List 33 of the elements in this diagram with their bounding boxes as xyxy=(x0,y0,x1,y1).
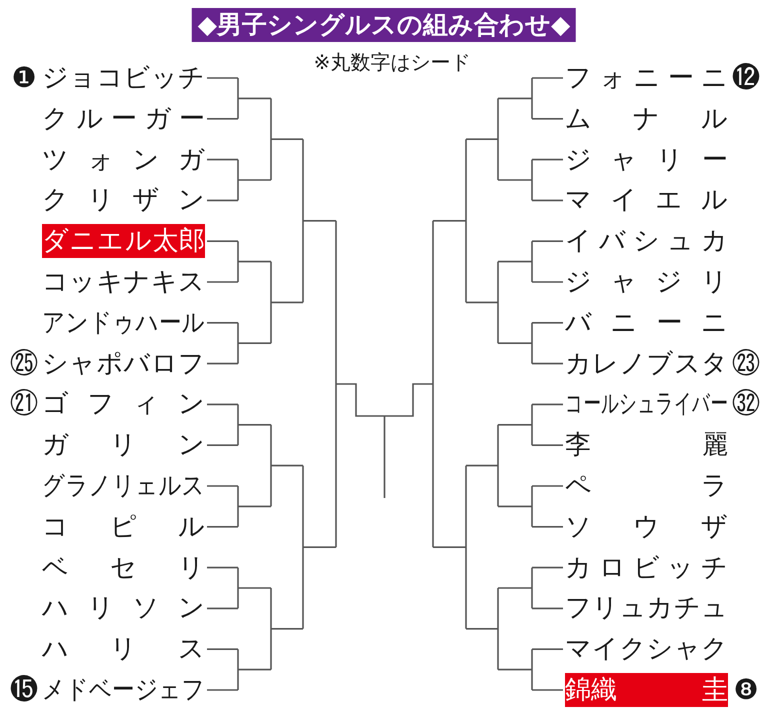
highlighted-player-name: ダニエル太郎 xyxy=(42,224,205,258)
player-name: ㉑ゴフィン xyxy=(9,387,205,422)
title-banner: ◆男子シングルスの組み合わせ◆ xyxy=(192,8,576,42)
player-name: ベセリ xyxy=(42,552,205,585)
player-name: ジャリー xyxy=(565,144,728,177)
player-name: ハリソン xyxy=(42,592,205,626)
player-name: マイエル xyxy=(565,184,728,218)
player-name: バニーニ xyxy=(565,306,728,340)
player-name: カロビッチ xyxy=(565,552,728,585)
player-name: コピル xyxy=(42,510,205,544)
seed-number: ❽ xyxy=(732,673,760,707)
player-name: ガリン xyxy=(42,429,205,462)
player-name: 李麗 xyxy=(565,429,728,462)
player-name: ムナル xyxy=(565,102,728,136)
player-name: カレノブスタ㉓ xyxy=(565,346,761,381)
highlighted-player-name: 錦織 圭 xyxy=(565,673,728,707)
player-name: クルーガー xyxy=(42,102,205,136)
player-name: ソウザ xyxy=(565,510,728,544)
player-name: クリザン xyxy=(42,184,205,218)
player-name: ㉕シャポバロフ xyxy=(9,346,205,381)
player-name: フリュカチュ xyxy=(565,592,728,626)
note-text: ※丸数字はシード xyxy=(314,49,470,75)
player-name: グラノリェルス xyxy=(42,470,205,503)
player-name: コールシュライバー㉜ xyxy=(565,387,761,422)
player-name: ペラ xyxy=(565,470,728,503)
player-name: アンドゥハール xyxy=(42,306,205,340)
player-name: イバシュカ xyxy=(565,225,728,258)
player-name: ⓯メドベージェフ xyxy=(9,673,205,707)
player-name: コッキナキス xyxy=(42,266,205,299)
player-name: ジャジリ xyxy=(565,266,728,299)
player-name: ツォンガ xyxy=(42,144,205,177)
player-name: マイクシャク xyxy=(565,633,728,666)
player-name: ハリス xyxy=(42,633,205,666)
